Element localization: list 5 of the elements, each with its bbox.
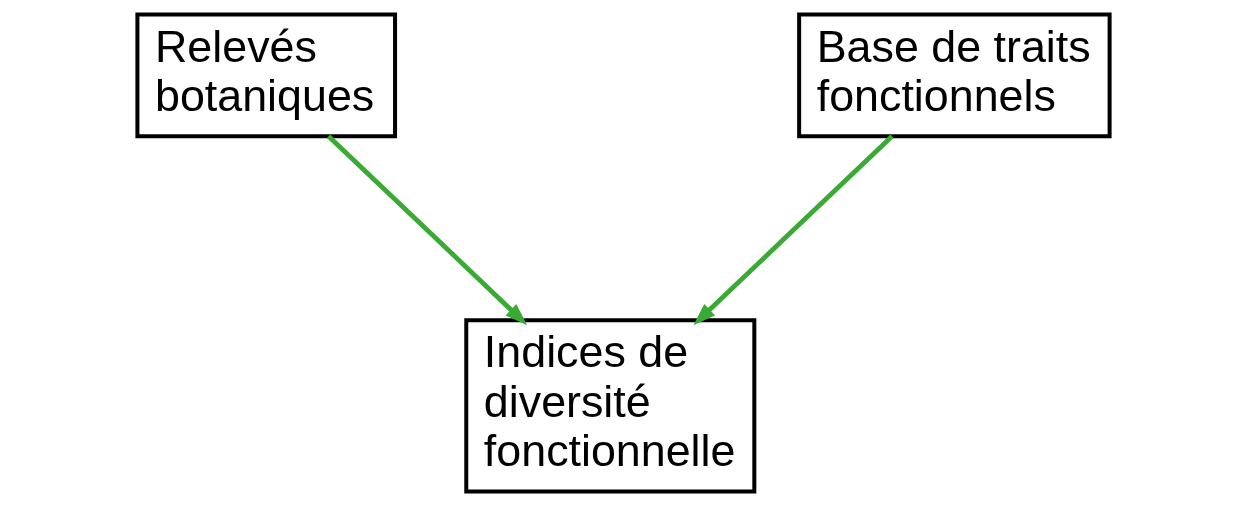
arrow <box>693 134 894 326</box>
node-box: Base de traits fonctionnels <box>797 12 1112 139</box>
arrow <box>326 134 528 326</box>
node-box: Relevés botaniques <box>135 12 398 139</box>
node-box: Indices de diversité fonctionnelle <box>464 318 757 494</box>
